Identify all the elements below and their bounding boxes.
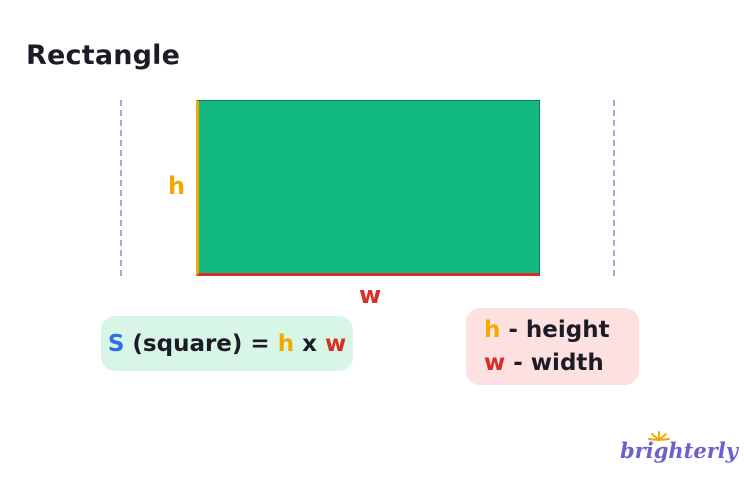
height-label: h [168, 172, 186, 200]
page-title: Rectangle [26, 40, 181, 71]
width-label: w [359, 281, 382, 309]
legend-item-height: h - height [484, 314, 639, 347]
formula-h: h [277, 330, 295, 357]
legend-symbol-w: w [484, 350, 506, 376]
left-guide-line [120, 100, 122, 276]
formula-s: S [107, 330, 125, 357]
formula-w: w [324, 330, 347, 357]
formula-times: x [294, 330, 325, 357]
logo-text: brighterly [620, 438, 738, 463]
brighterly-logo: brighterly [620, 430, 738, 470]
legend-box: h - height w - width [466, 308, 639, 385]
right-guide-line [613, 100, 615, 276]
legend-text-height: - height [500, 317, 610, 343]
legend-text-width: - width [505, 350, 604, 376]
legend-item-width: w - width [484, 347, 639, 380]
rectangle-shape [196, 100, 540, 276]
formula-text: (square) = [124, 330, 278, 357]
legend-symbol-h: h [484, 317, 501, 343]
sun-rays-icon [648, 431, 670, 441]
area-formula: S (square) = h x w [101, 316, 353, 371]
